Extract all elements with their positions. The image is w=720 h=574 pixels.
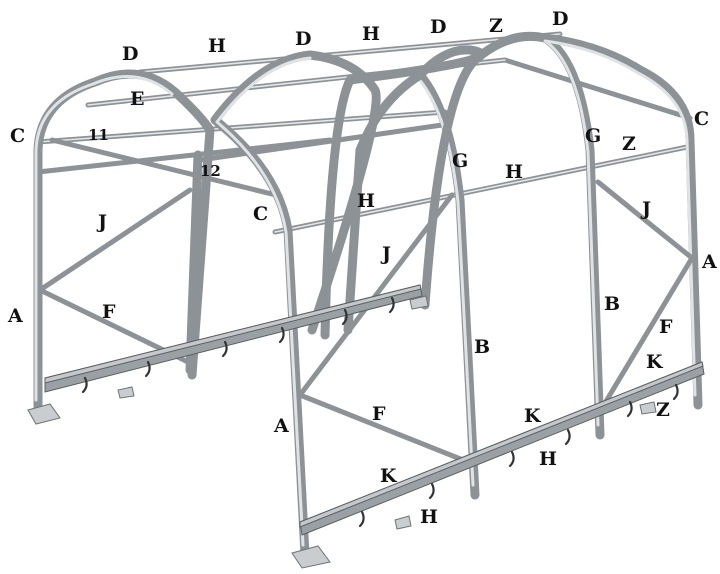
label-h6: H bbox=[420, 506, 438, 528]
part-labels: D H D H D Z D E C 11 12 C G G Z C H H J … bbox=[7, 8, 717, 528]
label-h4: H bbox=[357, 190, 375, 212]
label-h5: H bbox=[539, 448, 557, 470]
label-f2: F bbox=[372, 403, 386, 425]
label-d3: D bbox=[430, 16, 446, 38]
label-h3: H bbox=[505, 161, 523, 183]
label-f1: F bbox=[102, 301, 116, 323]
arch-1 bbox=[33, 69, 215, 415]
label-j1: J bbox=[96, 211, 107, 233]
label-c2: C bbox=[253, 203, 268, 225]
label-d2: D bbox=[295, 28, 311, 50]
label-c1: C bbox=[10, 125, 25, 147]
label-h2: H bbox=[362, 23, 380, 45]
label-g1: G bbox=[452, 150, 468, 172]
label-f3: F bbox=[659, 316, 673, 338]
label-k3: K bbox=[646, 351, 664, 373]
label-a1: A bbox=[7, 305, 23, 327]
label-c3: C bbox=[694, 108, 709, 130]
label-12: 12 bbox=[200, 162, 221, 180]
label-z2: Z bbox=[622, 133, 636, 155]
label-a2: A bbox=[273, 415, 289, 437]
foot-plates bbox=[27, 295, 657, 569]
arch-2 bbox=[185, 50, 381, 560]
label-j2: J bbox=[380, 243, 391, 265]
rail-clips bbox=[81, 296, 679, 528]
label-d1: D bbox=[122, 43, 138, 65]
label-k1: K bbox=[380, 465, 398, 487]
label-b1: B bbox=[474, 336, 490, 358]
label-k2: K bbox=[524, 405, 542, 427]
base-rails bbox=[44, 284, 705, 536]
arch-4 bbox=[420, 31, 703, 440]
label-a3: A bbox=[701, 251, 717, 273]
label-b2: B bbox=[604, 293, 620, 315]
label-11: 11 bbox=[88, 126, 109, 144]
label-h1: H bbox=[208, 35, 226, 57]
label-e: E bbox=[130, 88, 144, 110]
label-z1: Z bbox=[489, 15, 503, 37]
label-d4: D bbox=[552, 8, 568, 30]
label-z3: Z bbox=[656, 399, 670, 421]
label-g2: G bbox=[585, 125, 601, 147]
label-j3: J bbox=[640, 198, 651, 220]
